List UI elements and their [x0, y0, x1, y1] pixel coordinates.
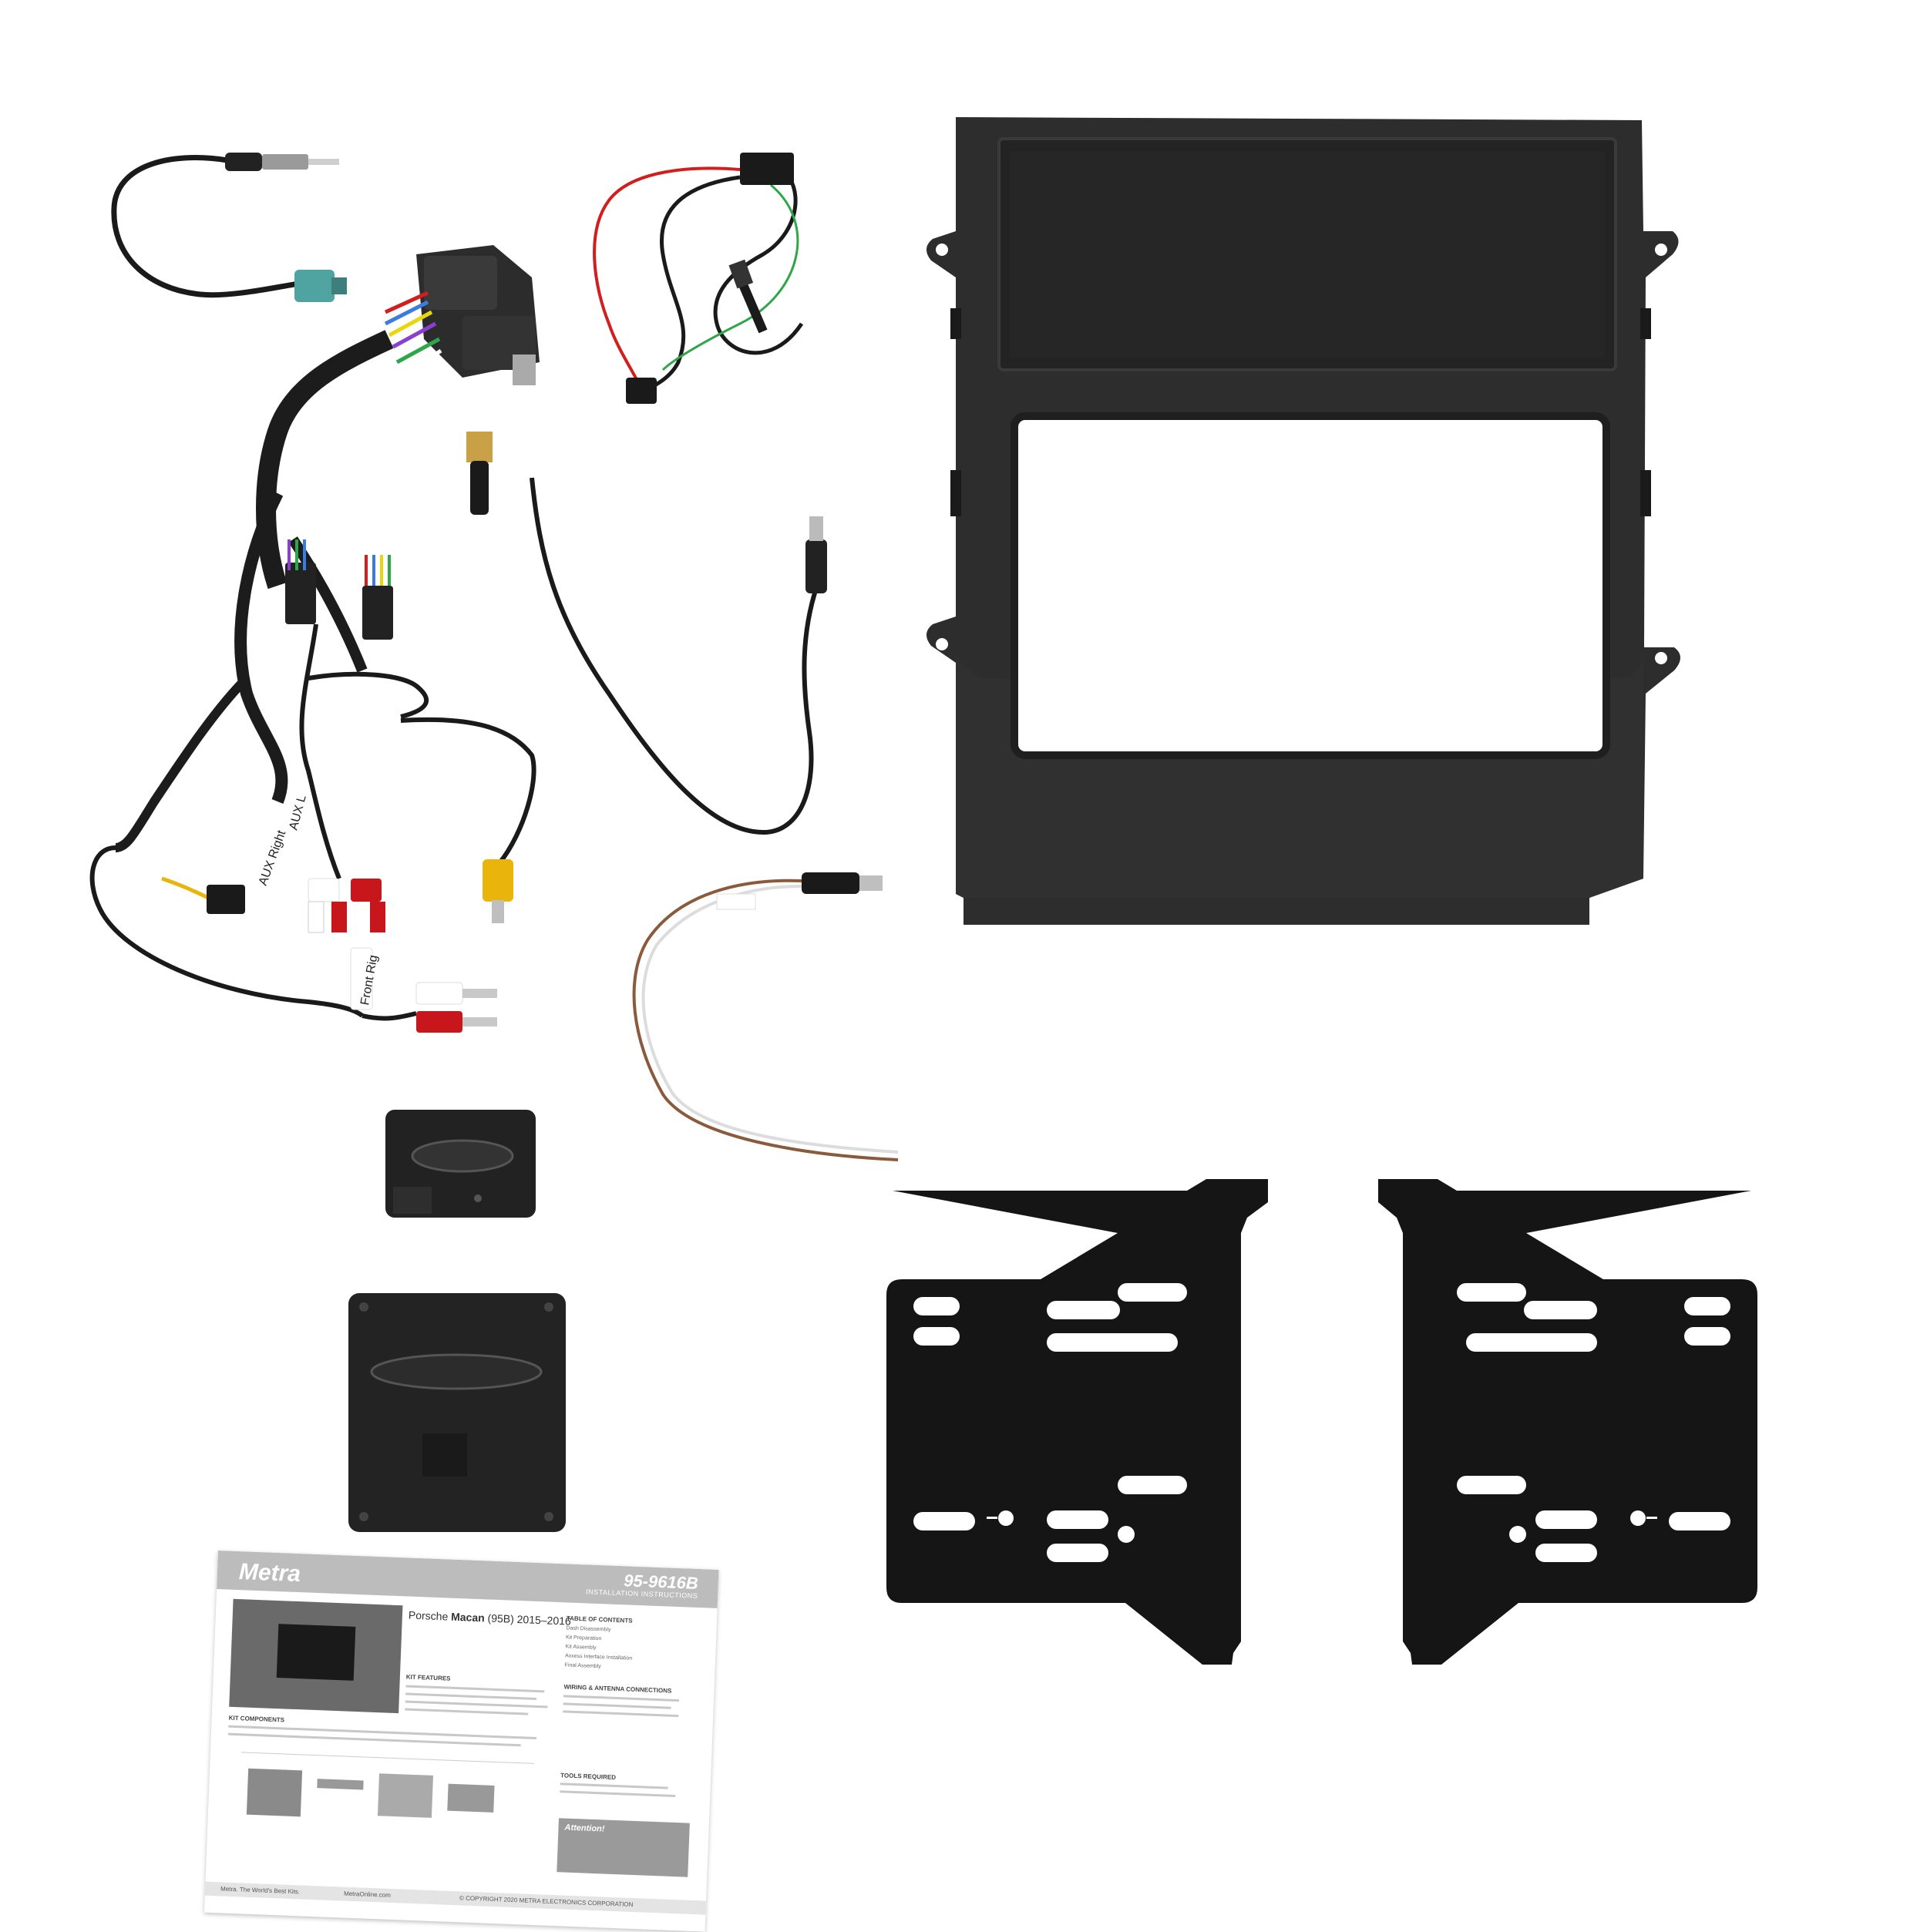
usb-cable: [466, 432, 827, 835]
tools-heading: TOOLS REQUIRED: [560, 1772, 617, 1782]
toc-item: Final Assembly: [564, 1662, 601, 1670]
wiring-heading: WIRING & ANTENNA CONNECTIONS: [563, 1683, 672, 1695]
footer-tagline: Metra. The World's Best Kits.: [220, 1885, 301, 1896]
axxess-small-module: [385, 1110, 536, 1218]
vehicle-title: Porsche Macan (95B) 2015–2016: [409, 1609, 571, 1628]
vehicle-make: Porsche: [408, 1608, 449, 1623]
installation-instructions-sheet: Metra 95-9616B INSTALLATION INSTRUCTIONS…: [203, 1551, 719, 1932]
footer-website: MetraOnline.com: [343, 1890, 392, 1899]
attention-heading: Attention!: [564, 1823, 605, 1834]
toc-item: Dash Disassembly: [566, 1625, 611, 1633]
label-aux-left: AUX L: [287, 794, 308, 832]
attention-box: Attention!: [557, 1818, 690, 1877]
toc-item: Kit Preparation: [565, 1635, 602, 1642]
audio-pigtail-cable: [632, 872, 899, 1161]
left-mounting-bracket: [886, 1179, 1268, 1665]
axxess-large-module: [348, 1293, 566, 1532]
main-wiring-harness: AUX Right AUX L Front Rig: [89, 245, 540, 1033]
antenna-adapter-cable: [111, 153, 347, 302]
kit-features-heading: KIT FEATURES: [405, 1673, 451, 1682]
label-aux-right: AUX Right: [257, 828, 289, 888]
toc-item: Kit Assembly: [565, 1644, 597, 1651]
vehicle-model: Macan: [450, 1610, 486, 1625]
vehicle-years: 2015–2016: [516, 1612, 572, 1628]
kit-components-heading: KIT COMPONENTS: [228, 1714, 285, 1724]
metra-logo: Metra: [238, 1559, 301, 1588]
vehicle-dash-photo: [229, 1598, 403, 1714]
toc-item: Axxess Interface Installation: [564, 1653, 633, 1662]
instructions-footer: Metra. The World's Best Kits. MetraOnlin…: [204, 1881, 707, 1915]
right-mounting-bracket: [1378, 1179, 1757, 1665]
toc-title: TABLE OF CONTENTS: [566, 1614, 633, 1625]
steering-wheel-harness: [593, 153, 804, 404]
vehicle-code: (95B): [487, 1611, 515, 1625]
footer-copyright: © COPYRIGHT 2020 METRA ELECTRONICS CORPO…: [459, 1894, 634, 1909]
dash-trim-bezel: [926, 117, 1680, 925]
